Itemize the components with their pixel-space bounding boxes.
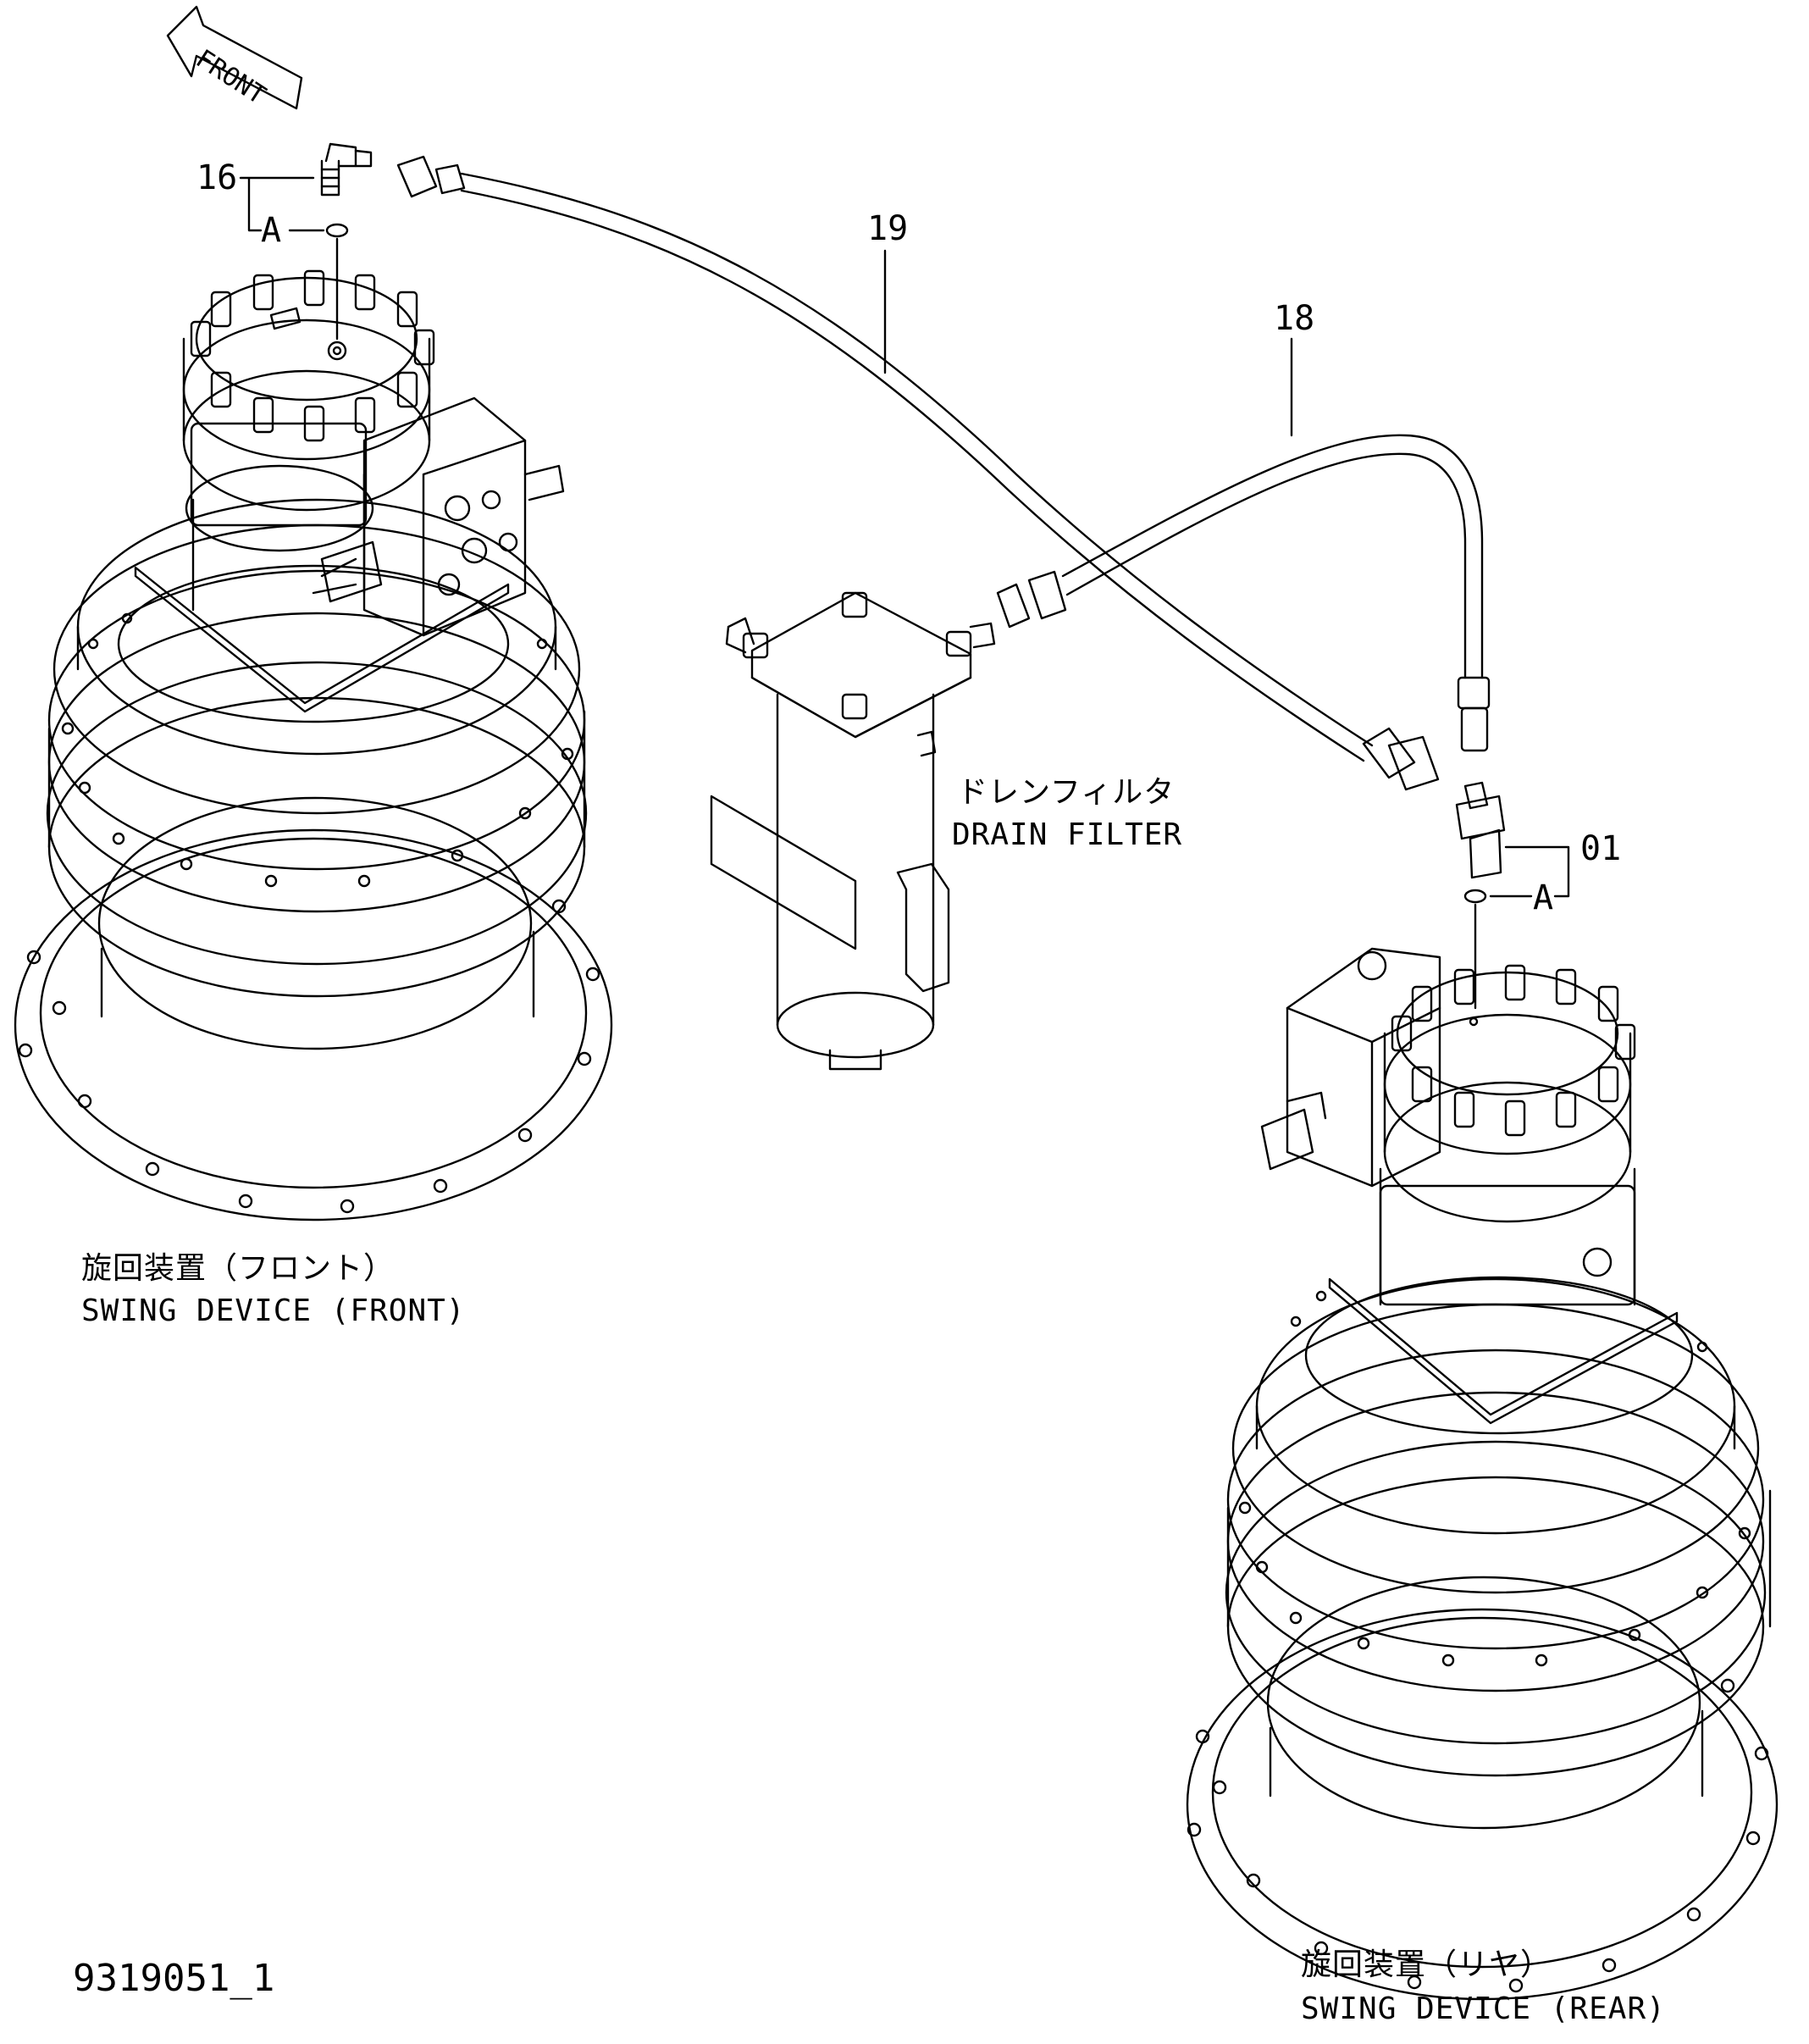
flange-bolt-holes-rear bbox=[1187, 1290, 1769, 1993]
elbow-fitting-16 bbox=[320, 142, 373, 197]
swing-device-rear bbox=[1186, 947, 1779, 2001]
o-ring-right bbox=[1463, 889, 1487, 904]
front-arrow bbox=[166, 5, 303, 110]
callout-16: 16 bbox=[196, 158, 238, 197]
callout-a-right: A bbox=[1533, 878, 1554, 917]
hose-19 bbox=[396, 155, 1440, 791]
swing-rear-label-en: SWING DEVICE (REAR) bbox=[1301, 1991, 1666, 2026]
drain-filter bbox=[710, 591, 996, 1071]
callout-19: 19 bbox=[867, 209, 909, 248]
swing-front-label-jp: 旋回装置（フロント） bbox=[81, 1251, 396, 1286]
swing-front-label-en: SWING DEVICE (FRONT) bbox=[81, 1293, 466, 1328]
callout-01: 01 bbox=[1580, 829, 1622, 868]
swing-device-front bbox=[14, 269, 613, 1221]
swing-rear-label-jp: 旋回装置（リヤ） bbox=[1301, 1947, 1552, 1982]
cover-bolts-rear bbox=[1391, 964, 1636, 1137]
callout-a-left: A bbox=[261, 211, 282, 250]
o-ring-left bbox=[325, 223, 349, 238]
flange-bolt-holes-front bbox=[18, 612, 600, 1214]
cover-bolts-front bbox=[190, 269, 435, 442]
callout-bracket-01 bbox=[1489, 845, 1570, 898]
tee-fitting-01 bbox=[1455, 781, 1506, 879]
drain-filter-label-jp: ドレンフィルタ bbox=[957, 775, 1176, 810]
callout-bracket-16 bbox=[239, 176, 315, 232]
drawing-number: 9319051_1 bbox=[73, 1957, 275, 2000]
drain-filter-label-en: DRAIN FILTER bbox=[952, 817, 1183, 852]
hose-18 bbox=[996, 434, 1491, 752]
callout-18: 18 bbox=[1274, 299, 1315, 338]
